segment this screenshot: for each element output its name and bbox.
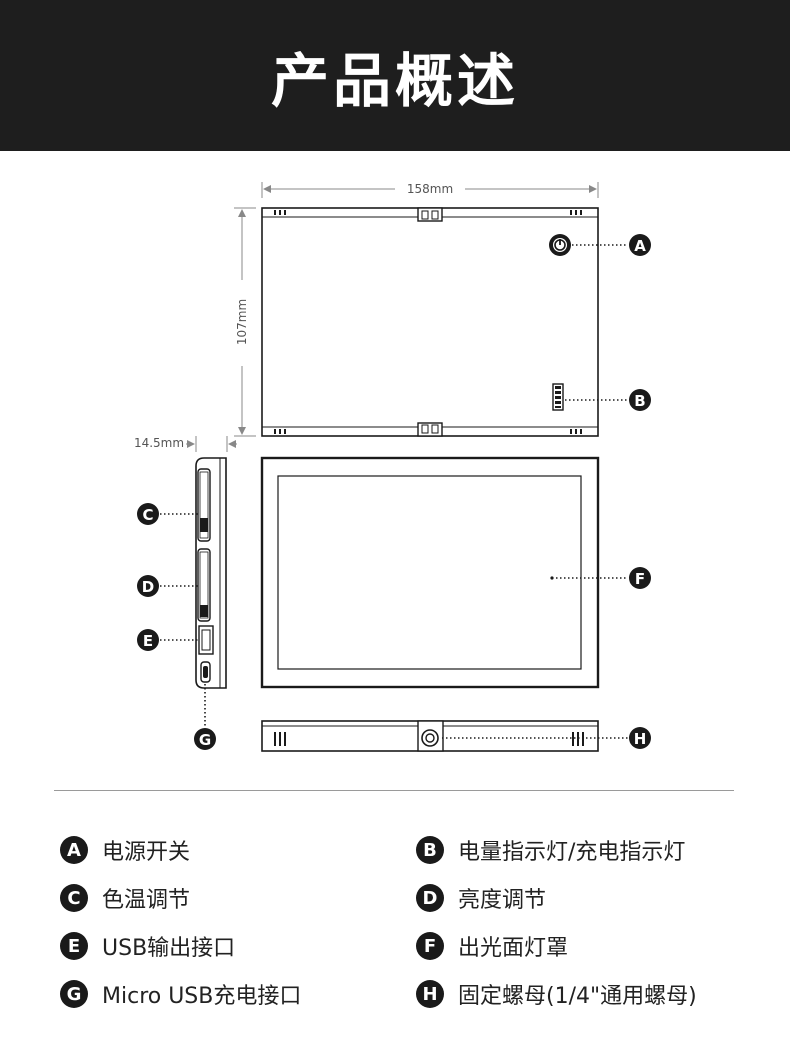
height-label: 107mm [235, 299, 249, 345]
legend-text: 出光面灯罩 [458, 936, 569, 961]
depth-label: 14.5mm [134, 436, 184, 450]
height-dimension: 107mm [234, 207, 256, 437]
legend-item-e: E USB输出接口 [60, 926, 235, 966]
svg-text:B: B [634, 392, 645, 410]
section-divider [54, 790, 734, 791]
width-dimension: 158mm [261, 182, 599, 198]
legend-item-f: F 出光面灯罩 [416, 926, 568, 966]
legend-item-g: G Micro USB充电接口 [60, 974, 301, 1014]
front-view [260, 456, 600, 689]
legend-item-a: A 电源开关 [60, 830, 190, 870]
legend-badge: C [60, 884, 88, 912]
back-view [261, 207, 599, 437]
legend-text: 电源开关 [102, 840, 191, 865]
svg-text:E: E [143, 632, 153, 650]
marker-g: G [194, 728, 216, 750]
page-header: 产品概述 [0, 0, 790, 151]
width-label: 158mm [407, 182, 453, 196]
svg-text:A: A [634, 237, 646, 255]
legend-text: USB输出接口 [102, 936, 236, 961]
legend-badge: E [60, 932, 88, 960]
battery-indicator-icon [552, 383, 564, 411]
svg-text:F: F [635, 570, 645, 588]
legend-item-c: C 色温调节 [60, 878, 190, 918]
legend-badge: H [416, 980, 444, 1008]
svg-text:D: D [142, 578, 154, 596]
legend-text: 电量指示灯/充电指示灯 [458, 840, 686, 865]
marker-b: B [629, 389, 651, 411]
marker-e: E [137, 629, 159, 651]
marker-h: H [629, 727, 651, 749]
page-title: 产品概述 [270, 46, 519, 115]
legend-text: 亮度调节 [458, 888, 547, 913]
legend-badge: B [416, 836, 444, 864]
svg-text:G: G [199, 731, 211, 749]
legend-text: 色温调节 [102, 888, 191, 913]
svg-text:C: C [142, 506, 153, 524]
legend-item-b: B 电量指示灯/充电指示灯 [416, 830, 685, 870]
marker-f: F [629, 567, 651, 589]
legend-badge: G [60, 980, 88, 1008]
marker-d: D [137, 575, 159, 597]
legend-text: Micro USB充电接口 [102, 984, 302, 1009]
tripod-nut-icon [421, 729, 439, 747]
marker-c: C [137, 503, 159, 525]
product-diagram: 158mm 107mm [0, 151, 790, 791]
side-view [195, 457, 227, 689]
depth-dimension: 14.5mm [134, 436, 237, 452]
legend-item-h: H 固定螺母(1/4"通用螺母) [416, 974, 697, 1014]
legend-text: 固定螺母(1/4"通用螺母) [458, 984, 697, 1009]
power-button-icon [549, 234, 571, 256]
legend-badge: A [60, 836, 88, 864]
marker-a: A [629, 234, 651, 256]
legend-item-d: D 亮度调节 [416, 878, 546, 918]
legend-badge: D [416, 884, 444, 912]
callout-lines [160, 244, 628, 739]
svg-text:H: H [634, 730, 647, 748]
diagram-svg: 158mm 107mm [134, 182, 651, 752]
legend-badge: F [416, 932, 444, 960]
legend: A 电源开关 B 电量指示灯/充电指示灯 C 色温调节 D 亮度调节 E USB… [0, 820, 790, 1050]
bottom-view [261, 720, 599, 752]
